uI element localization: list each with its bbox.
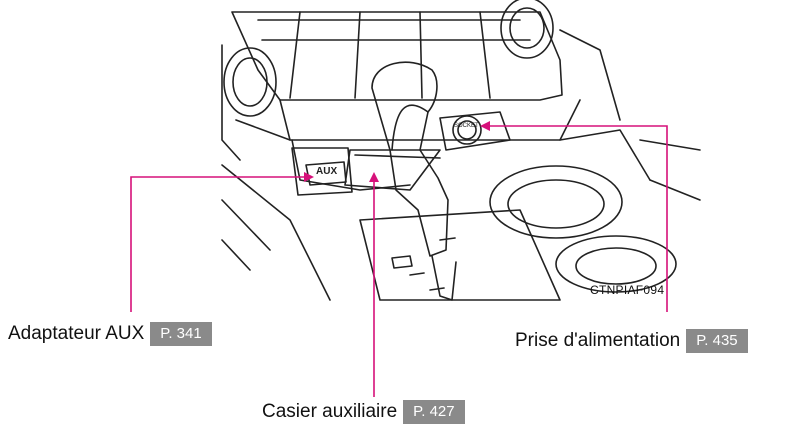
leader-line-aux xyxy=(130,176,306,312)
arrowhead-storage xyxy=(369,172,379,182)
callout-label: Prise d'alimentation xyxy=(515,330,681,351)
page-reference-link[interactable]: P. 427 xyxy=(403,400,465,424)
aux-port-label: AUX xyxy=(316,166,338,177)
callout-aux-adapter: Adaptateur AUX P. 341 xyxy=(8,322,212,346)
callout-power-outlet: Prise d'alimentation P. 435 xyxy=(515,329,748,353)
callout-auxiliary-storage: Casier auxiliaire P. 427 xyxy=(262,400,465,424)
arrowhead-aux xyxy=(304,172,314,182)
callout-label: Adaptateur AUX xyxy=(8,323,145,344)
leader-line-power xyxy=(488,125,668,312)
callout-label: Casier auxiliaire xyxy=(262,401,398,422)
power-socket-label: SOCKET xyxy=(454,123,479,129)
page-reference-link[interactable]: P. 435 xyxy=(686,329,748,353)
figure-code: CTNPIAF094 xyxy=(590,283,665,297)
page-reference-link[interactable]: P. 341 xyxy=(150,322,212,346)
arrowhead-power xyxy=(480,121,490,131)
